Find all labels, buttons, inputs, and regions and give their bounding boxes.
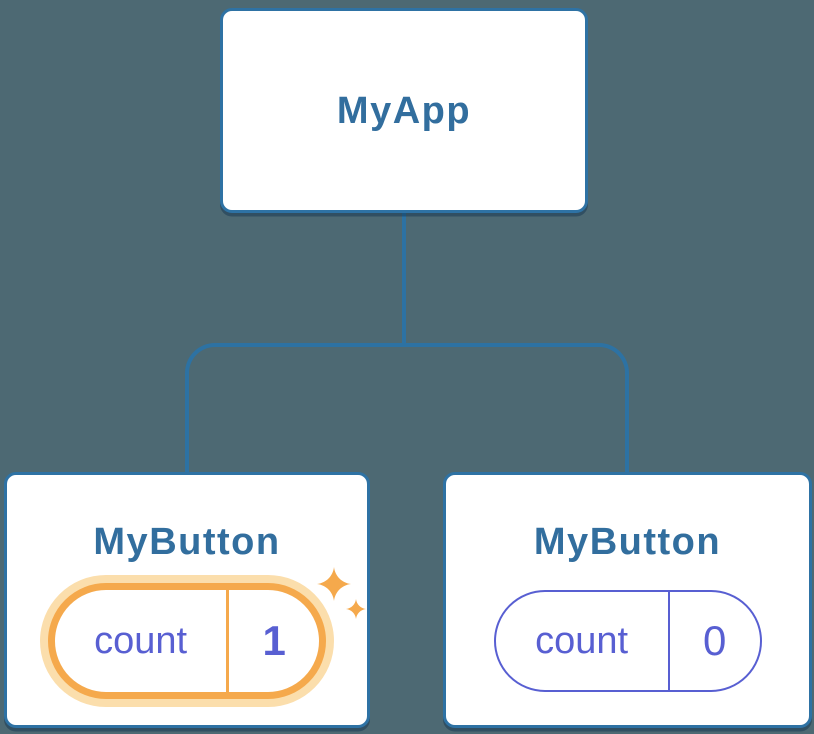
sparkles-icon xyxy=(317,567,366,619)
state-badge-normal: count 0 xyxy=(493,590,762,692)
node-mybutton-right-label: MyButton xyxy=(533,521,722,563)
node-mybutton-left-label: MyButton xyxy=(93,521,281,563)
state-value: 0 xyxy=(702,617,727,664)
state-key-label: count xyxy=(55,590,230,692)
connector-root-stem xyxy=(402,208,406,345)
node-mybutton-right: MyButton count 0 xyxy=(443,472,812,728)
state-pill: count 1 xyxy=(48,583,326,699)
state-key-label: count xyxy=(496,592,670,690)
state-value: 1 xyxy=(262,617,286,664)
node-myapp: MyApp xyxy=(220,8,588,213)
state-badge-highlighted: count 1 xyxy=(48,583,326,699)
node-mybutton-left: MyButton count 1 xyxy=(4,472,370,728)
state-pill: count 0 xyxy=(493,590,762,692)
node-myapp-label: MyApp xyxy=(336,89,472,132)
connector-branch xyxy=(185,343,629,473)
